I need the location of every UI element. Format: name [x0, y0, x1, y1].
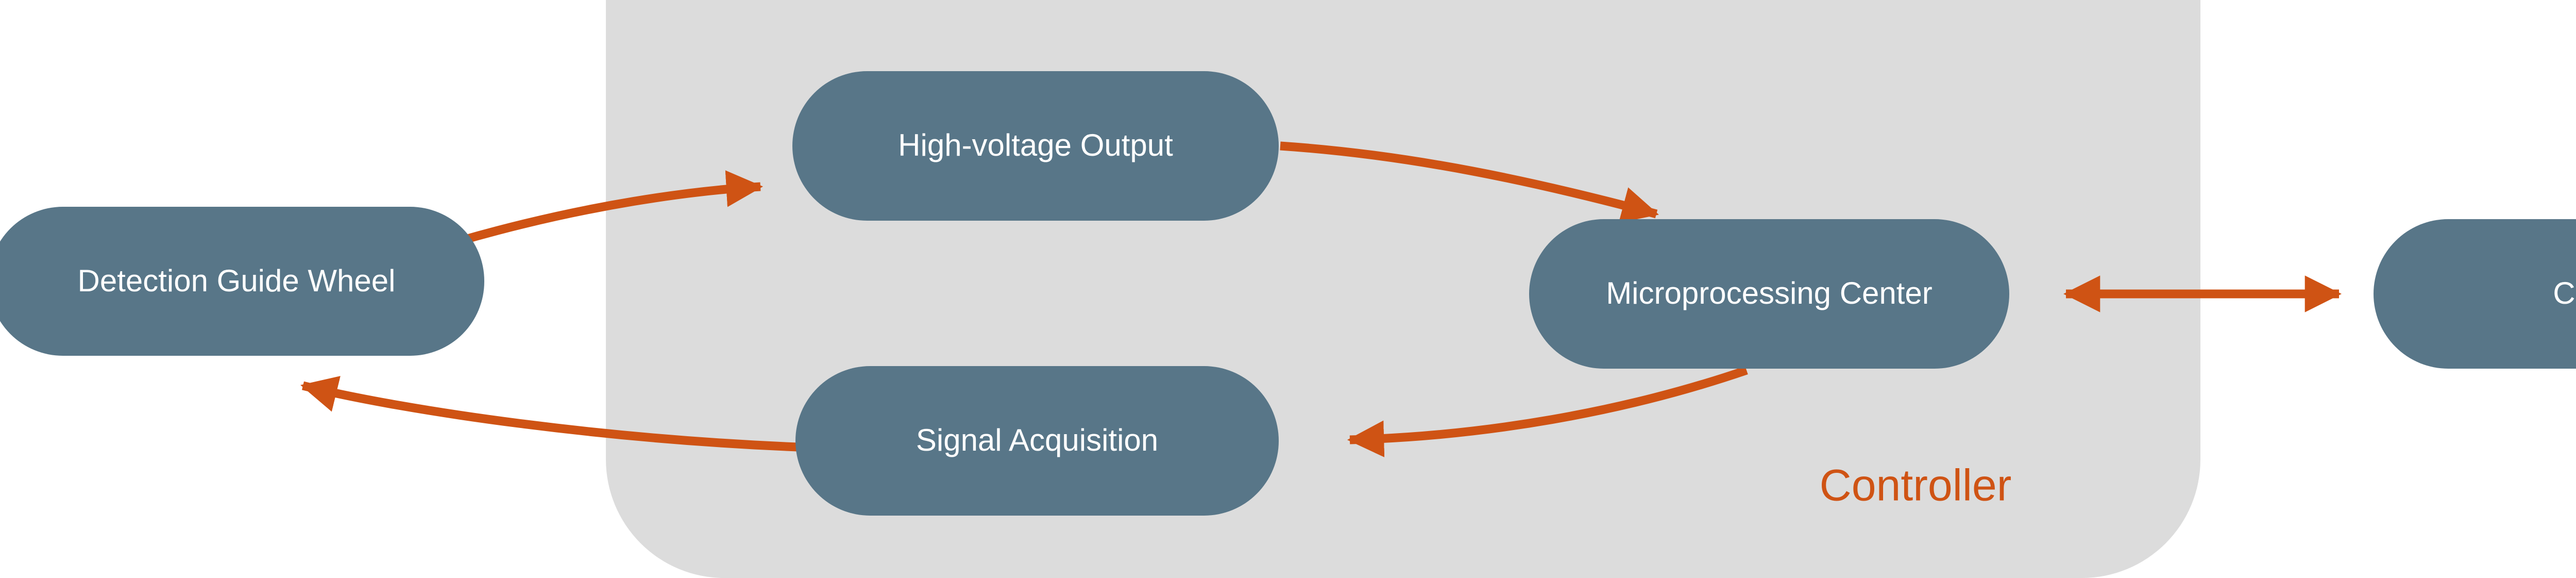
controller-group-label: Controller: [1820, 461, 2012, 510]
node-microprocessing-center-shape[interactable]: [1529, 219, 2009, 369]
node-detection-guide-wheel[interactable]: Detection Guide Wheel: [0, 207, 484, 356]
node-computer-label: Computer: [2553, 276, 2576, 310]
node-computer-shape[interactable]: [2374, 219, 2576, 369]
node-signal-acquisition-label: Signal Acquisition: [916, 423, 1158, 457]
node-computer[interactable]: Computer: [2374, 219, 2576, 369]
node-microprocessing-center[interactable]: Microprocessing Center: [1529, 219, 2009, 369]
edge-high-voltage-output-to-microprocessing-center: [1280, 141, 1659, 223]
node-high-voltage-output-shape[interactable]: [792, 71, 1279, 221]
node-detection-guide-wheel-label: Detection Guide Wheel: [78, 263, 396, 298]
node-high-voltage-output[interactable]: High-voltage Output: [792, 71, 1279, 221]
node-layer: Detection Guide Wheel High-voltage Outpu…: [0, 71, 2576, 516]
edge-signal-acquisition-to-detection-guide-wheel: [300, 376, 798, 452]
node-detection-guide-wheel-shape[interactable]: [0, 207, 484, 356]
node-high-voltage-output-label: High-voltage Output: [898, 128, 1173, 162]
edge-microprocessing-center-to-signal-acquisition: [1347, 366, 1748, 457]
node-microprocessing-center-label: Microprocessing Center: [1606, 276, 1933, 310]
node-signal-acquisition-shape[interactable]: [795, 366, 1279, 516]
node-signal-acquisition[interactable]: Signal Acquisition: [795, 366, 1279, 516]
